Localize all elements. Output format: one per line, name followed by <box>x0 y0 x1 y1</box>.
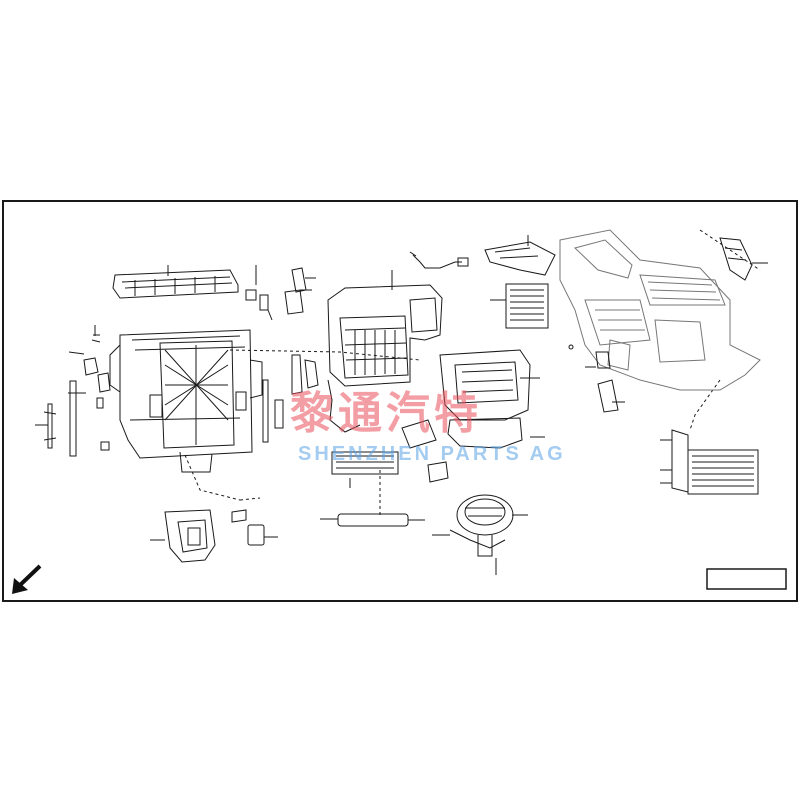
lower-actuator-assembly <box>150 509 278 563</box>
cabin-filter <box>320 451 425 527</box>
arrow-down-left-icon <box>12 564 42 594</box>
blower-case <box>401 349 545 483</box>
rod-parts <box>245 265 316 443</box>
diagram-frame <box>2 200 798 602</box>
assembled-hvac-unit <box>559 229 761 391</box>
sensor-wire <box>304 251 469 433</box>
watermark-cn-text: 黎通汽特 <box>290 389 482 438</box>
watermark: 黎通汽特 SHENZHEN PARTS AG <box>290 389 566 465</box>
leader-lines <box>184 229 761 515</box>
watermark-en-text: SHENZHEN PARTS AG <box>298 443 566 465</box>
upper-duct-bracket <box>484 235 556 276</box>
evaporator-case <box>327 270 443 387</box>
heater-case-assembly <box>109 329 263 473</box>
blower-motor <box>432 494 528 575</box>
left-small-parts <box>35 325 111 457</box>
right-small-parts <box>568 237 768 413</box>
heater-core <box>660 429 759 495</box>
reference-box <box>706 568 787 590</box>
top-grille-cover <box>112 265 239 299</box>
evaporator-core <box>490 283 549 329</box>
